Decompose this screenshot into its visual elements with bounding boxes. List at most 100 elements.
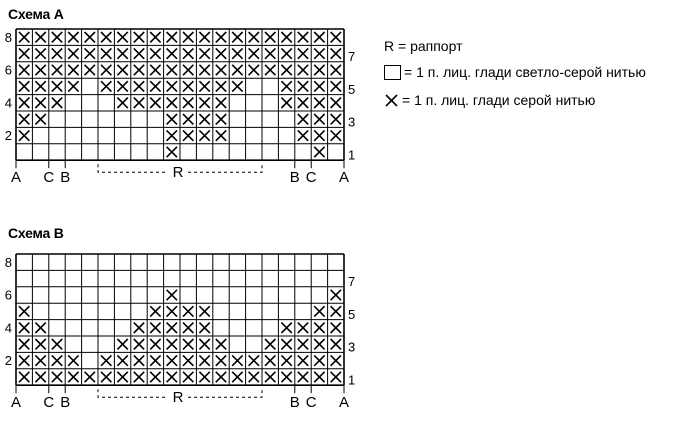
repeat-bracket-right: [188, 164, 263, 173]
legend-light-grey-text: = 1 п. лиц. глади светло-серой нитью: [404, 64, 646, 80]
cross-stitch: [149, 322, 162, 334]
row-number-left: 4: [5, 95, 12, 110]
cross-stitch: [149, 371, 162, 383]
legend-repeat-text: R = раппорт: [384, 38, 463, 54]
cross-stitch: [166, 371, 178, 383]
row-number-left: 6: [5, 288, 12, 303]
cross-stitch: [182, 97, 194, 109]
cross-stitch: [166, 129, 178, 142]
cross-stitch: [330, 47, 342, 60]
cross-stitch: [313, 146, 326, 158]
cross-stitch: [182, 371, 194, 383]
cross-stitch: [116, 47, 129, 60]
marker-label: B: [60, 169, 70, 186]
cross-stitch: [215, 97, 227, 109]
marker-label: C: [43, 394, 54, 411]
row-number-right: 3: [348, 340, 355, 355]
cross-stitch: [313, 129, 326, 142]
cross-stitch: [231, 47, 244, 60]
cross-stitch: [116, 64, 129, 76]
cross-stitch: [313, 47, 326, 60]
cross-stitch: [149, 31, 162, 43]
cross-stitch: [280, 31, 293, 43]
row-number-right: 3: [348, 115, 355, 130]
cross-stitch: [198, 64, 211, 76]
cross-stitch: [84, 31, 96, 43]
cross-stitch: [166, 97, 178, 109]
cross-stitch: [330, 80, 342, 93]
cross-stitch: [100, 64, 112, 76]
scheme-a-title: Схема А: [8, 6, 64, 22]
cross-stitch: [297, 354, 309, 367]
marker-label: C: [43, 169, 54, 186]
cross-stitch: [330, 289, 342, 301]
marker-label: C: [306, 394, 317, 411]
cross-stitch: [297, 371, 309, 383]
cross-stitch: [34, 31, 47, 43]
cross-stitch: [182, 113, 194, 125]
cross-stitch: [84, 64, 96, 76]
cross-stitch: [231, 64, 244, 76]
cross-stitch: [51, 64, 63, 76]
marker-label: C: [306, 169, 317, 186]
cross-stitch: [198, 113, 211, 125]
cross-stitch: [215, 47, 227, 60]
cross-stitch: [149, 354, 162, 367]
cross-stitch: [248, 47, 260, 60]
cross-stitch: [166, 354, 178, 367]
marker-label: A: [339, 169, 349, 186]
cross-stitch: [313, 371, 326, 383]
cross-stitch: [34, 113, 47, 125]
cross-stitch: [133, 80, 145, 93]
cross-stitch: [231, 371, 244, 383]
cross-stitch: [182, 338, 194, 350]
cross-stitch: [34, 97, 47, 109]
cross-stitch: [297, 113, 309, 125]
repeat-bracket-left: [97, 389, 168, 398]
cross-stitch: [133, 31, 145, 43]
cross-stitch: [18, 354, 30, 367]
cross-stitch: [51, 47, 63, 60]
cross-stitch: [297, 338, 309, 350]
cross-stitch: [18, 305, 30, 318]
cross-stitch: [313, 97, 326, 109]
cross-stitch: [100, 80, 112, 93]
cross-stitch: [34, 64, 47, 76]
cross-stitch: [215, 338, 227, 350]
cross-stitch: [264, 354, 276, 367]
cross-stitch: [116, 371, 129, 383]
marker-label: A: [11, 169, 21, 186]
cross-stitch: [133, 371, 145, 383]
cross-stitch: [231, 354, 244, 367]
cross-stitch: [18, 97, 30, 109]
cross-stitch: [280, 338, 293, 350]
cross-stitch: [67, 371, 80, 383]
row-number-right: 5: [348, 82, 355, 97]
cross-stitch: [182, 322, 194, 334]
cross-stitch: [18, 80, 30, 93]
cross-stitch: [166, 47, 178, 60]
cross-stitch: [67, 80, 80, 93]
cross-stitch: [330, 354, 342, 367]
cross-stitch: [166, 338, 178, 350]
cross-stitch: [34, 354, 47, 367]
cross-stitch: [280, 97, 293, 109]
cross-stitch: [330, 113, 342, 125]
cross-stitch: [264, 64, 276, 76]
cross-stitch: [18, 322, 30, 334]
repeat-bracket-right: [188, 389, 263, 398]
cross-stitch: [116, 80, 129, 93]
cross-stitch: [166, 80, 178, 93]
cross-stitch: [34, 371, 47, 383]
cross-stitch: [149, 338, 162, 350]
cross-stitch: [182, 129, 194, 142]
marker-label: B: [290, 169, 300, 186]
cross-stitch: [18, 129, 30, 142]
cross-stitch: [166, 322, 178, 334]
cross-stitch: [330, 129, 342, 142]
cross-stitch: [149, 97, 162, 109]
cross-stitch: [84, 47, 96, 60]
row-number-right: 1: [348, 372, 355, 387]
